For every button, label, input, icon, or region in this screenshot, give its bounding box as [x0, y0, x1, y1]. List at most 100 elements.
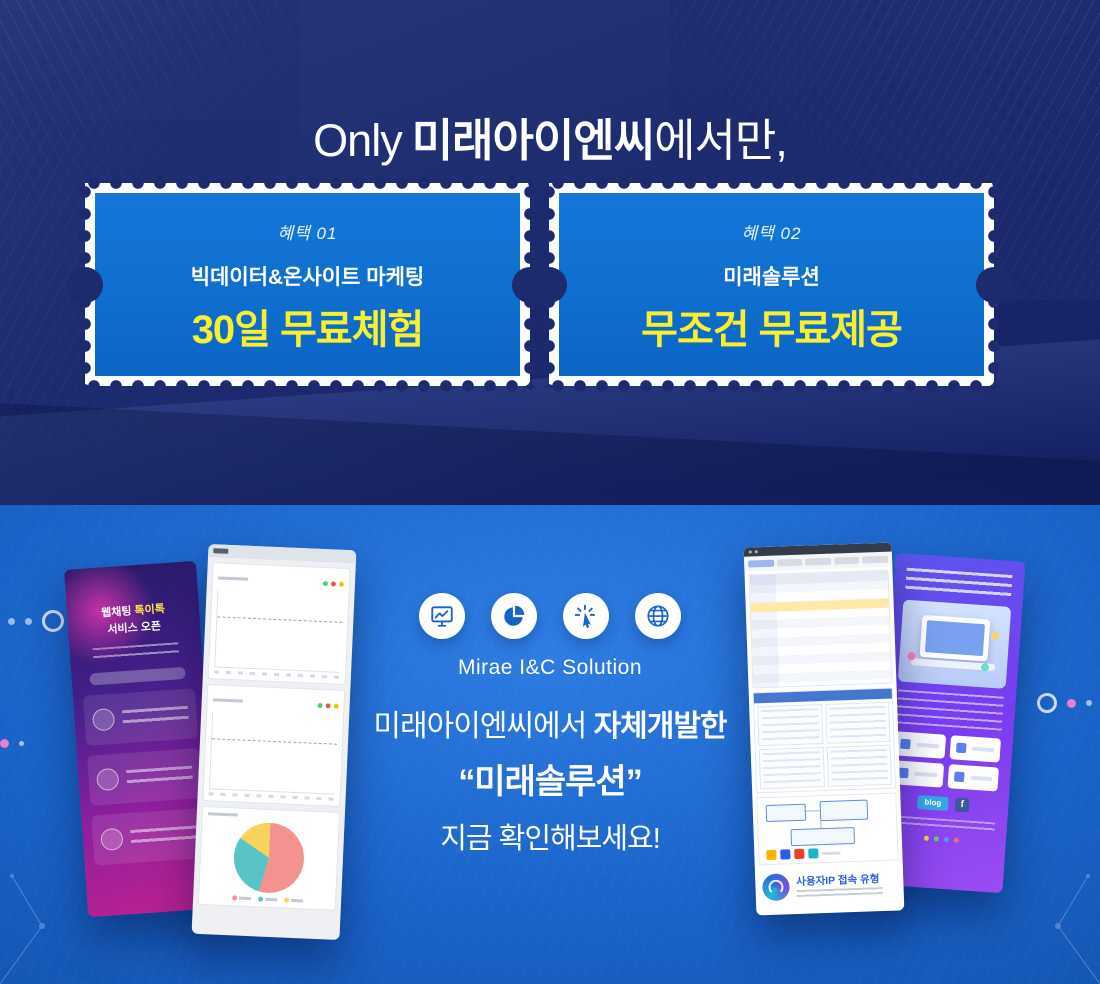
- stacked-bar-chart-1: [214, 590, 344, 673]
- blog-badge[interactable]: blog: [916, 795, 949, 812]
- pie-chart-panel: [197, 805, 341, 911]
- mini-card: [826, 744, 892, 787]
- stacked-bar: [247, 789, 263, 791]
- solution-intro: Mirae I&C Solution 미래아이엔씨에서 자체개발한 “미래솔루션…: [320, 593, 780, 857]
- phone-icon: [91, 707, 116, 732]
- stacked-bar: [317, 792, 333, 794]
- logo-label-placeholder: [822, 851, 841, 855]
- chart-legend: [320, 573, 345, 592]
- placeholder-text-lines: [126, 765, 194, 787]
- stacked-bar: [211, 788, 228, 790]
- feature-panel-1: [82, 688, 199, 746]
- table-first-column: [749, 574, 780, 688]
- solution-line-1-bold: 자체개발한: [593, 710, 728, 743]
- chat-icon: [100, 827, 124, 852]
- pie-chart-icon: [491, 593, 537, 639]
- isometric-illustration: [897, 599, 1012, 689]
- bar-chart-panel-2: [202, 684, 346, 807]
- dashboard-mockup-screen: 사용자IP 접속 유형: [743, 542, 905, 916]
- detail-panel: [752, 687, 897, 794]
- contact-card: [948, 735, 1002, 763]
- panel-title-placeholder: [207, 812, 238, 817]
- placeholder-button: [89, 666, 186, 686]
- solution-line-1-normal: 미래아이엔씨에서: [373, 710, 587, 743]
- window-tab: [213, 548, 229, 554]
- decor-dots-left-2: [0, 739, 24, 748]
- caption-subtext-placeholder: [796, 887, 883, 898]
- solution-section: 웹채팅 톡이톡 서비스 오픈: [0, 505, 1100, 984]
- diagonal-pattern-top-left: [0, 0, 300, 200]
- banner-heading-line2: 서비스 오픈: [107, 620, 162, 637]
- flow-connector: [803, 810, 820, 812]
- browser-topbar: [208, 543, 357, 564]
- laptop-illustration: [919, 614, 991, 662]
- panel-header: [218, 568, 345, 591]
- stacked-bar: [282, 791, 298, 793]
- contact-icon-grid: [891, 731, 1002, 792]
- bar-chart-panel-1: [207, 562, 351, 686]
- bank-logo-blue: [780, 849, 791, 860]
- bank-logo-teal: [808, 848, 819, 859]
- decor-dots-right: [1037, 693, 1092, 713]
- chart-legend: [314, 695, 339, 714]
- stacked-bar-chart-2: [208, 712, 339, 795]
- panel-title-placeholder: [218, 575, 249, 581]
- ticket-badge: 혜택 02: [741, 224, 802, 243]
- facebook-badge[interactable]: f: [954, 797, 970, 813]
- flow-box: [819, 799, 869, 822]
- contact-card: [893, 731, 946, 759]
- click-icon: [563, 593, 609, 639]
- ticket-notch-left: [67, 266, 103, 303]
- pie-legend-item: [231, 895, 251, 901]
- bank-logo-red: [794, 848, 805, 860]
- feature-icons: [320, 593, 780, 639]
- benefit-ticket-2[interactable]: 혜택 02 미래솔루션 무조건 무료제공: [531, 176, 1012, 393]
- title-prefix: Only: [313, 115, 403, 167]
- pie-legend-item: [257, 896, 277, 902]
- user-icon: [96, 767, 120, 792]
- plexus-decor-left: [0, 874, 45, 984]
- placeholder-text-lines: [888, 815, 996, 835]
- placeholder-text-lines: [121, 705, 189, 727]
- ticket-title: 30일 무료체험: [191, 308, 425, 352]
- ticket-body: 혜택 02 미래솔루션 무조건 무료제공: [559, 193, 984, 376]
- pie-chart: [232, 821, 306, 895]
- stacked-bar: [299, 792, 316, 793]
- bank-logo-yellow: [766, 849, 777, 861]
- plexus-decor-right: [1055, 874, 1100, 984]
- panel-title-placeholder: [212, 697, 243, 703]
- ticket-notch-left: [531, 266, 567, 303]
- title-brand: 미래아이엔씨: [411, 115, 655, 167]
- placeholder-text-lines: [130, 825, 198, 847]
- mini-card: [758, 747, 825, 790]
- dashboard-footer: 사용자IP 접속 유형: [755, 864, 904, 902]
- contact-card: [946, 764, 1000, 792]
- mini-card: [824, 701, 891, 744]
- perforation-bottom: [547, 379, 996, 393]
- feature-panel-2: [87, 748, 203, 806]
- placeholder-text-lines: [895, 689, 1004, 731]
- ticket-notch-right: [976, 266, 1012, 303]
- solution-line-3: 지금 확인해보세요!: [440, 823, 661, 855]
- charts-mockup-screen: [191, 543, 357, 941]
- stacked-bar: [229, 789, 246, 790]
- banner-heading-accent: 톡이톡: [134, 603, 166, 618]
- perforation-bottom: [83, 379, 532, 393]
- user-avatar: [762, 873, 790, 902]
- benefit-ticket-1[interactable]: 혜택 01 빅데이터&온사이트 마케팅 30일 무료체험: [67, 176, 548, 393]
- solution-line-1: 미래아이엔씨에서 자체개발한: [320, 701, 780, 745]
- solution-line-2: “미래솔루션”: [458, 763, 642, 801]
- data-table: [748, 569, 893, 689]
- stacked-bar: [264, 790, 281, 792]
- flow-diagram-panel: [756, 792, 899, 866]
- ticket-body: 혜택 01 빅데이터&온사이트 마케팅 30일 무료체험: [95, 193, 520, 376]
- mini-card: [757, 704, 824, 747]
- flow-box: [765, 803, 807, 823]
- pie-legend: [204, 894, 330, 904]
- panel-cards: [754, 699, 895, 793]
- ticket-title: 무조건 무료제공: [641, 308, 903, 352]
- banner-heading-pre: 웹채팅: [100, 605, 132, 620]
